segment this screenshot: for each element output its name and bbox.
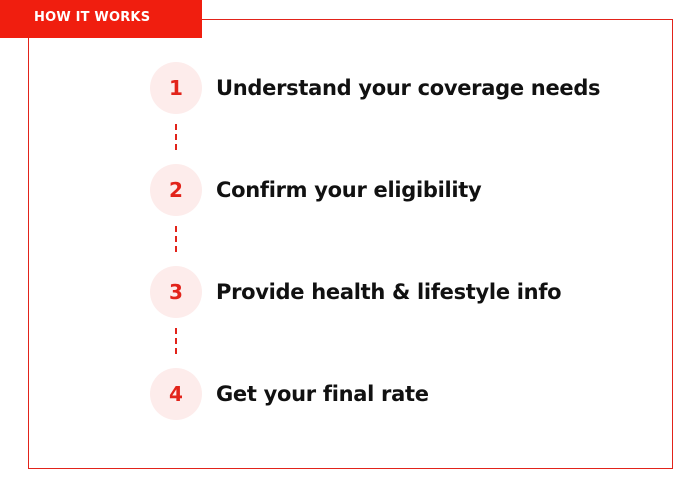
step-number-badge: 3 [150, 266, 202, 318]
step-number-badge: 1 [150, 62, 202, 114]
step-connector [175, 124, 177, 150]
step-connector [175, 226, 177, 252]
section-heading-banner: HOW IT WORKS [0, 0, 202, 38]
step-1: 1 Understand your coverage needs [150, 62, 601, 114]
step-3: 3 Provide health & lifestyle info [150, 266, 562, 318]
step-label: Understand your coverage needs [216, 76, 601, 100]
step-label: Provide health & lifestyle info [216, 280, 562, 304]
step-label: Confirm your eligibility [216, 178, 482, 202]
step-number-badge: 4 [150, 368, 202, 420]
step-label: Get your final rate [216, 382, 429, 406]
step-4: 4 Get your final rate [150, 368, 429, 420]
step-connector [175, 328, 177, 354]
step-2: 2 Confirm your eligibility [150, 164, 482, 216]
step-number-badge: 2 [150, 164, 202, 216]
section-frame [28, 19, 673, 469]
